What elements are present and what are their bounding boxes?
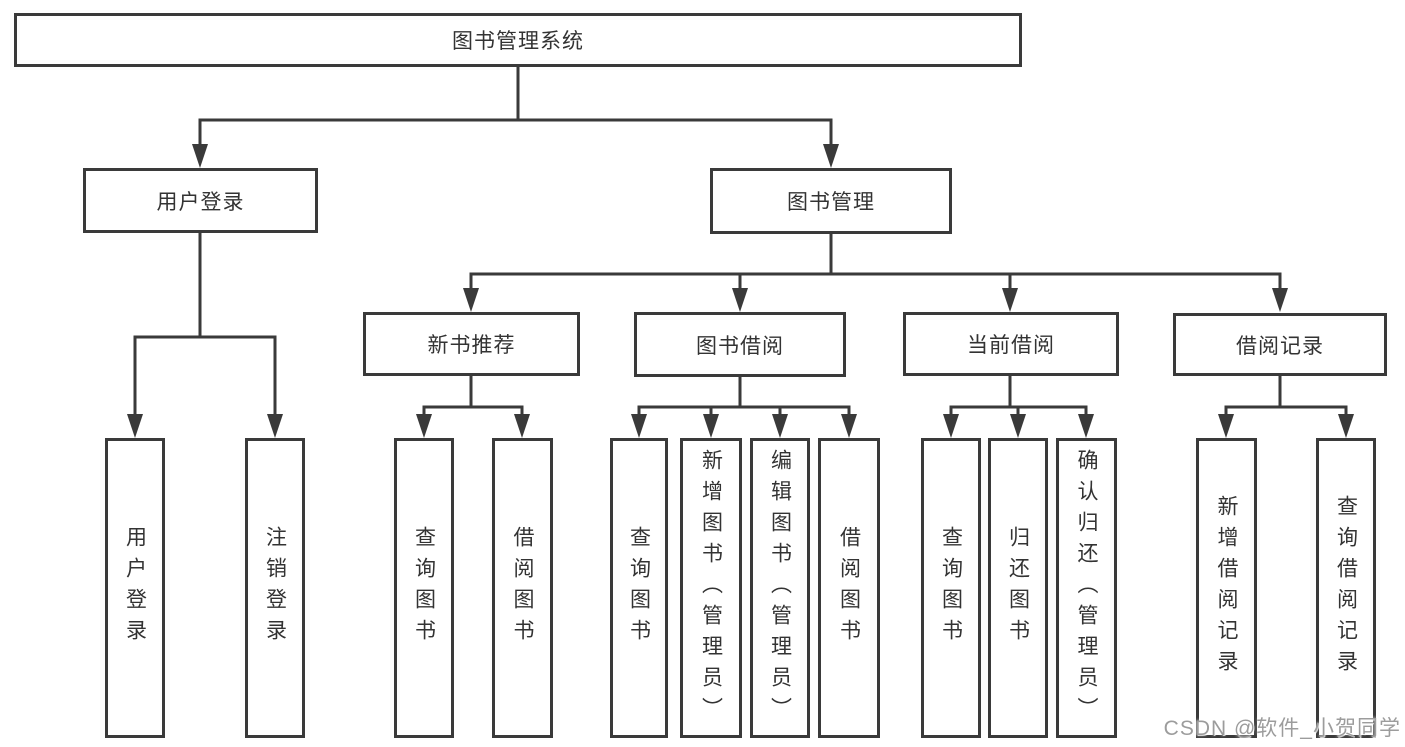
- arrowhead-icon: [1272, 288, 1288, 312]
- node-label: 新增借阅记录: [1215, 495, 1238, 681]
- node-leaf-edit-book-admin: 编辑图书（管理员）: [750, 438, 810, 738]
- arrowhead-icon: [514, 414, 530, 438]
- arrowhead-icon: [823, 144, 839, 168]
- node-label: 借阅图书: [837, 526, 861, 650]
- arrowhead-icon: [943, 414, 959, 438]
- node-label: 用户登录: [123, 526, 147, 650]
- node-leaf-add-book-admin: 新增图书（管理员）: [680, 438, 742, 738]
- node-label: 注销登录: [263, 526, 287, 650]
- node-book-borrow: 图书借阅: [634, 312, 846, 377]
- connector-borrow-records-to-leaves: [1218, 374, 1354, 438]
- connector-current-borrow-to-leaves: [943, 374, 1094, 438]
- arrowhead-icon: [416, 414, 432, 438]
- node-label: 查询图书: [939, 526, 963, 650]
- node-label: 归还图书: [1006, 526, 1030, 650]
- arrowhead-icon: [841, 414, 857, 438]
- arrowhead-icon: [267, 414, 283, 438]
- arrowhead-icon: [1010, 414, 1026, 438]
- arrowhead-icon: [703, 414, 719, 438]
- node-user-login: 用户登录: [83, 168, 318, 233]
- node-label: 图书管理系统: [452, 30, 584, 53]
- arrowhead-icon: [1338, 414, 1354, 438]
- node-label: 新书推荐: [427, 334, 516, 357]
- node-borrow-records: 借阅记录: [1173, 313, 1387, 376]
- node-leaf-add-borrow-record: 新增借阅记录: [1196, 438, 1257, 738]
- node-label: 当前借阅: [967, 334, 1055, 357]
- node-label: 查询借阅记录: [1334, 495, 1358, 681]
- arrowhead-icon: [463, 288, 479, 312]
- node-label: 借阅图书: [511, 526, 534, 650]
- node-label: 图书借阅: [696, 334, 784, 358]
- node-leaf-borrow-book: 借阅图书: [818, 438, 880, 738]
- node-label: 查询图书: [627, 526, 651, 650]
- arrowhead-icon: [1002, 288, 1018, 312]
- node-new-book-recommend: 新书推荐: [363, 312, 580, 376]
- node-leaf-return-book: 归还图书: [988, 438, 1048, 738]
- node-leaf-user-login: 用户登录: [105, 438, 165, 738]
- node-current-borrow: 当前借阅: [903, 312, 1119, 376]
- node-leaf-query-book-borrow: 查询图书: [610, 438, 668, 738]
- node-label: 借阅记录: [1236, 334, 1324, 358]
- node-leaf-borrow-book-recommend: 借阅图书: [492, 438, 553, 738]
- connector-new-book-recommend-to-leaves: [416, 374, 530, 438]
- arrowhead-icon: [631, 414, 647, 438]
- node-label: 确认归还（管理员）: [1075, 448, 1098, 728]
- node-label: 编辑图书（管理员）: [768, 448, 792, 728]
- arrowhead-icon: [1218, 414, 1234, 438]
- arrowhead-icon: [192, 144, 208, 168]
- node-label: 图书管理: [787, 191, 875, 214]
- node-label: 新增图书（管理员）: [699, 448, 723, 728]
- node-book-management: 图书管理: [710, 168, 952, 234]
- connector-user-login-to-leaves: [127, 231, 283, 438]
- arrowhead-icon: [732, 288, 748, 312]
- node-leaf-query-book-recommend: 查询图书: [394, 438, 454, 738]
- connector-book-management-to-level3: [463, 232, 1288, 312]
- node-library-management-system: 图书管理系统: [14, 13, 1022, 67]
- arrowhead-icon: [772, 414, 788, 438]
- node-leaf-query-book-current: 查询图书: [921, 438, 981, 738]
- connector-root-to-level2: [192, 65, 839, 168]
- watermark: CSDN @软件_小贺同学: [1163, 717, 1401, 740]
- node-leaf-logout: 注销登录: [245, 438, 305, 738]
- node-leaf-query-borrow-record: 查询借阅记录: [1316, 438, 1376, 738]
- node-leaf-confirm-return-admin: 确认归还（管理员）: [1056, 438, 1117, 738]
- node-label: 查询图书: [412, 526, 436, 650]
- node-label: 用户登录: [156, 190, 245, 214]
- arrowhead-icon: [1078, 414, 1094, 438]
- connector-book-borrow-to-leaves: [631, 374, 857, 438]
- arrowhead-icon: [127, 414, 143, 438]
